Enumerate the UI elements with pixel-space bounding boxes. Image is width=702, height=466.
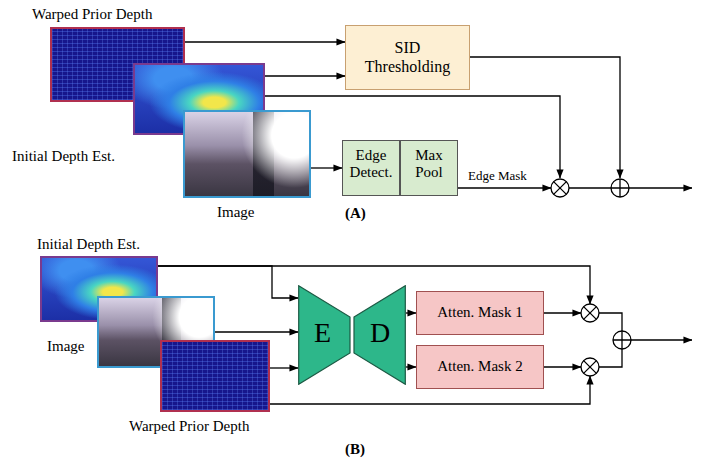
image-caption: Image [217,204,254,221]
network-half [299,286,350,385]
block-letter: E [314,319,331,347]
flow-arrow [158,266,298,298]
wire [470,57,620,178]
network-half [354,286,405,385]
panel-tag: (B) [345,441,365,458]
flow-arrow [270,367,298,368]
encoder-decoder: ED [298,285,406,385]
multiply-symbol [581,358,599,376]
image-caption: Warped Prior Depth [32,6,152,23]
wire [544,312,581,313]
image-caption: Image [47,338,84,355]
flow-arrow [185,41,345,42]
wire [458,187,551,188]
wire [569,187,611,188]
wire [629,187,692,188]
process-box: Edge Detect. [342,140,400,196]
box-label: Atten. Mask 2 [437,358,522,375]
flow-arrow [215,331,298,332]
flow-arrow [265,75,345,76]
wire [631,339,692,340]
process-box: Max Pool [400,140,458,196]
signal-label: Edge Mask [468,168,527,184]
multiply-symbol [551,179,569,197]
add-symbol [611,179,629,197]
image-caption: Initial Depth Est. [12,148,115,165]
process-box: SID Thresholding [345,25,470,90]
flow-arrow [406,366,416,367]
wire [599,313,622,331]
flow-arrow [406,312,416,313]
panel-tag: (A) [345,205,366,222]
box-label: Max Pool [406,147,452,182]
image-caption: Warped Prior Depth [129,418,249,435]
add-symbol [613,331,631,349]
camera-image: Image [183,110,311,198]
wire [599,349,622,367]
image-caption: Initial Depth Est. [37,236,140,253]
box-label: Edge Detect. [348,147,394,182]
attention-box: Atten. Mask 2 [416,345,544,389]
block-letter: D [370,319,390,347]
box-label: Atten. Mask 1 [437,304,522,321]
wire [544,366,581,367]
multiply-symbol [581,304,599,322]
box-label: SID Thresholding [360,39,456,76]
flow-arrow [311,167,342,168]
attention-box: Atten. Mask 1 [416,291,544,335]
depth-map-image: Warped Prior Depth [160,340,270,412]
